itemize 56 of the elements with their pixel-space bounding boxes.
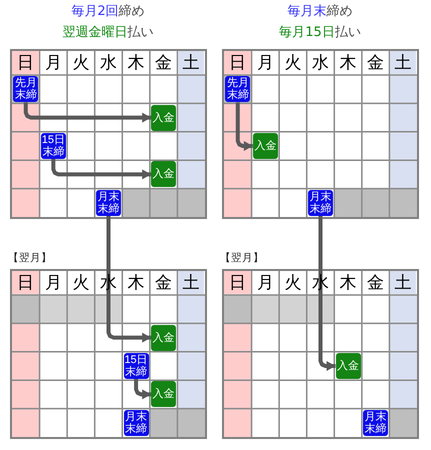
column-heading: 毎月2回締め — [71, 4, 145, 20]
payment-tag: 入金 — [151, 381, 176, 408]
weekday-header: 土 — [178, 51, 204, 74]
calendar — [10, 269, 207, 439]
weekday-header: 木 — [126, 272, 146, 294]
weekday-header: 木 — [338, 272, 358, 294]
weekday-header: 月 — [256, 52, 275, 74]
arrow — [134, 379, 152, 400]
weekday-header: 金 — [154, 52, 174, 74]
closing-date-tag: 月末末締 — [363, 410, 388, 436]
payment-tag: 入金 — [151, 161, 176, 188]
weekday-header: 月 — [44, 272, 63, 294]
month-heading: 【翌月】 — [220, 251, 264, 265]
weekday-header: 土 — [390, 271, 416, 294]
weekday-header: 月 — [256, 272, 275, 294]
weekday-header: 日 — [12, 271, 39, 294]
weekday-header: 日 — [224, 271, 251, 294]
arrow — [236, 102, 253, 151]
closing-date-tag: 15日末締 — [124, 353, 149, 379]
weekday-header: 金 — [366, 52, 386, 74]
weekday-header: 火 — [71, 272, 90, 294]
weekday-header: 日 — [224, 51, 251, 74]
weekday-header: 水 — [98, 52, 118, 74]
arrow — [24, 102, 152, 123]
month-heading: 【翌月】 — [8, 251, 52, 265]
column-heading: 毎月15日払い — [279, 25, 361, 41]
payment-tag: 入金 — [336, 353, 361, 379]
arrow — [318, 216, 336, 371]
column-heading: 毎月末締め — [288, 4, 352, 20]
payment-tag: 入金 — [252, 133, 278, 159]
closing-date-tag: 先月末締 — [13, 76, 38, 102]
weekday-header: 金 — [366, 272, 386, 294]
weekday-header: 火 — [283, 272, 302, 294]
closing-date-tag: 月末末締 — [96, 190, 121, 216]
weekday-header: 水 — [310, 52, 330, 74]
weekday-header: 火 — [71, 52, 90, 74]
payment-tag: 入金 — [151, 104, 176, 131]
calendar — [10, 49, 207, 219]
column-heading: 翌週金曜日払い — [62, 25, 154, 41]
arrow — [106, 216, 152, 343]
weekday-header: 木 — [126, 52, 146, 74]
weekday-header: 日 — [12, 51, 39, 74]
payment-tag: 入金 — [151, 324, 176, 351]
weekday-header: 金 — [154, 272, 174, 294]
closing-date-tag: 15日末締 — [40, 133, 66, 159]
weekday-header: 土 — [390, 51, 416, 74]
weekday-header: 土 — [178, 271, 204, 294]
weekday-header: 月 — [44, 52, 63, 74]
closing-date-tag: 月末末締 — [124, 410, 149, 436]
calendar — [222, 49, 419, 219]
arrow — [51, 159, 152, 180]
weekday-header: 火 — [283, 52, 302, 74]
closing-date-tag: 月末末締 — [308, 190, 333, 216]
closing-date-tag: 先月末締 — [225, 76, 250, 102]
weekday-header: 木 — [338, 52, 358, 74]
calendar — [222, 269, 419, 439]
